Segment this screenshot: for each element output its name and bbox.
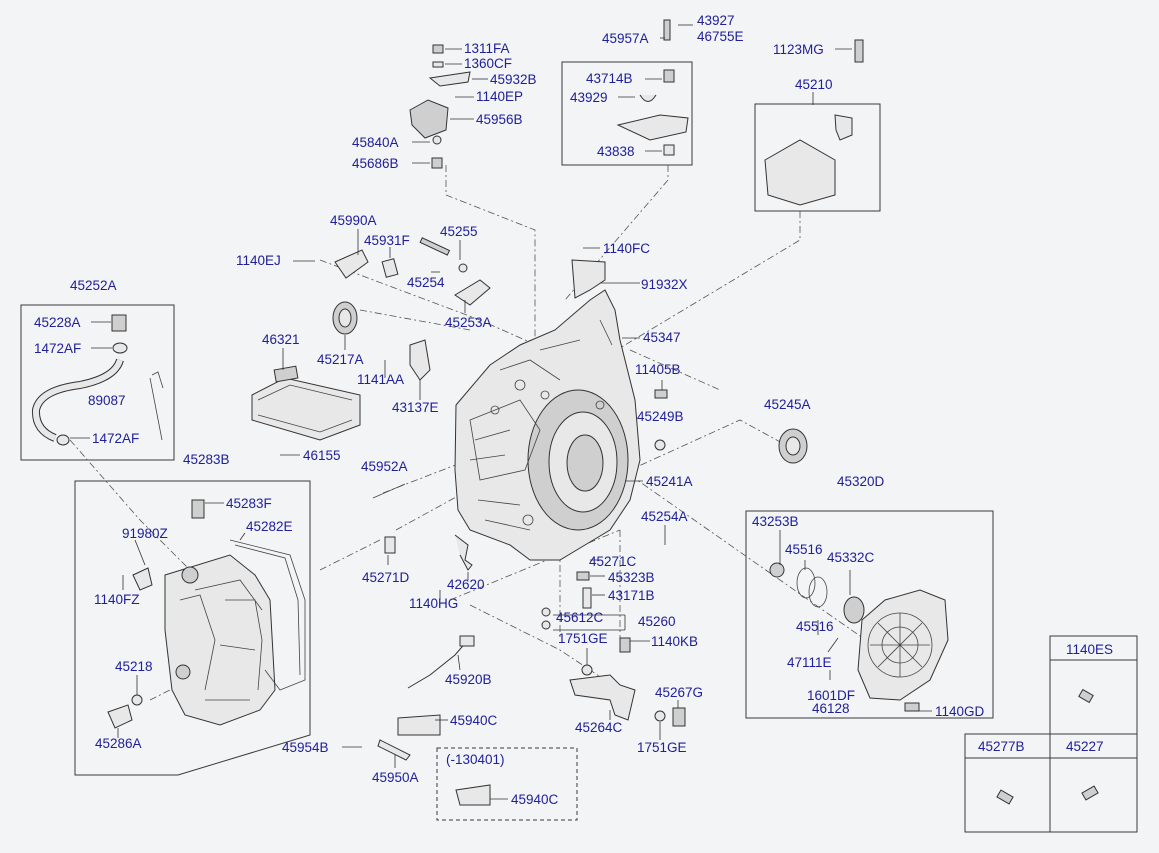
label-43838: 43838	[597, 144, 635, 159]
frame-sensor-alt	[436, 747, 578, 821]
small-parts	[107, 19, 1099, 806]
label-1140GD: 1140GD	[935, 704, 985, 719]
label-1140FZ: 1140FZ	[94, 592, 140, 607]
label-45245A: 45245A	[764, 397, 811, 412]
label-11405B: 11405B	[635, 362, 681, 377]
label-1311FA: 1311FA	[464, 41, 510, 56]
label-45840A: 45840A	[352, 135, 399, 150]
label-45282E: 45282E	[246, 519, 293, 534]
label-1140FC: 1140FC	[603, 241, 650, 256]
label-42620: 42620	[447, 577, 485, 592]
label-45267G: 45267G	[655, 685, 703, 700]
label-45218: 45218	[115, 659, 153, 674]
label-45920B: 45920B	[445, 672, 492, 687]
frame-oil-pan	[74, 480, 311, 776]
label-1140EJ: 1140EJ	[236, 253, 281, 268]
label-45210: 45210	[795, 77, 833, 92]
label-45612C: 45612C	[556, 610, 604, 625]
label-45347: 45347	[643, 330, 681, 345]
label-45252A: 45252A	[70, 278, 117, 293]
leader-lines	[70, 24, 932, 800]
label-45320D: 45320D	[837, 474, 885, 489]
breather-hose	[31, 314, 164, 446]
label-130401: (-130401)	[446, 752, 505, 767]
label-1472AF-a: 1472AF	[34, 341, 81, 356]
label-45277B: 45277B	[978, 739, 1025, 754]
oil-seal-left-bore	[338, 308, 352, 328]
label-45283F: 45283F	[226, 496, 272, 511]
label-45940C-a: 45940C	[450, 713, 498, 728]
label-45228A: 45228A	[34, 315, 81, 330]
frame-breather-hose	[20, 304, 175, 461]
fastener-table	[964, 635, 1138, 833]
label-1601DF: 1601DF	[807, 688, 855, 703]
label-45516-a: 45516	[785, 542, 823, 557]
label-43927: 43927	[697, 13, 735, 28]
label-43171B: 43171B	[608, 588, 655, 603]
label-91980Z: 91980Z	[122, 526, 168, 541]
label-45516-b: 45516	[796, 619, 834, 634]
label-45932B: 45932B	[490, 72, 537, 87]
label-1140KB: 1140KB	[651, 634, 698, 649]
label-45227: 45227	[1066, 739, 1104, 754]
label-1140HG: 1140HG	[409, 596, 458, 611]
label-45686B: 45686B	[352, 156, 399, 171]
label-45323B: 45323B	[608, 570, 655, 585]
label-45271C: 45271C	[589, 554, 637, 569]
frame-sensor-bracket	[561, 61, 693, 166]
label-45952A: 45952A	[361, 459, 408, 474]
oil-seal-right-bore	[785, 436, 801, 456]
label-45332C: 45332C	[827, 550, 875, 565]
label-45931F: 45931F	[364, 233, 410, 248]
label-1141AA: 1141AA	[357, 372, 404, 387]
label-45249B: 45249B	[637, 409, 684, 424]
label-45950A: 45950A	[372, 770, 419, 785]
label-43714B: 43714B	[586, 71, 633, 86]
label-89087: 89087	[88, 393, 126, 408]
label-45271D: 45271D	[362, 570, 410, 585]
label-45217A: 45217A	[317, 352, 364, 367]
label-45954B: 45954B	[282, 740, 329, 755]
label-46128: 46128	[812, 701, 850, 716]
frame-mount-bracket	[754, 103, 881, 212]
label-43253B: 43253B	[752, 514, 799, 529]
label-45286A: 45286A	[95, 736, 142, 751]
oil-pan	[164, 539, 306, 726]
label-91932X: 91932X	[641, 277, 688, 292]
label-43929: 43929	[570, 90, 608, 105]
label-47111E: 47111E	[787, 655, 832, 670]
label-1751GE-a: 1751GE	[558, 631, 608, 646]
label-46321: 46321	[262, 332, 300, 347]
label-46755E: 46755E	[697, 29, 744, 44]
label-45255: 45255	[440, 224, 478, 239]
label-45260: 45260	[638, 614, 676, 629]
label-45253A: 45253A	[445, 315, 492, 330]
label-45283B: 45283B	[183, 452, 230, 467]
label-43137E: 43137E	[392, 400, 439, 415]
label-45956B: 45956B	[476, 112, 523, 127]
label-1472AF-b: 1472AF	[92, 431, 139, 446]
label-46155: 46155	[303, 448, 341, 463]
label-45940C-b: 45940C	[511, 792, 559, 807]
transaxle-case	[454, 289, 641, 561]
label-1140ES: 1140ES	[1066, 642, 1113, 657]
label-1360CF: 1360CF	[464, 56, 512, 71]
label-1751GE-b: 1751GE	[637, 740, 687, 755]
label-45957A: 45957A	[602, 31, 649, 46]
label-1140EP: 1140EP	[476, 89, 523, 104]
label-1123MG: 1123MG	[773, 42, 824, 57]
label-45264C: 45264C	[575, 720, 623, 735]
label-45254: 45254	[407, 275, 445, 290]
oil-filter	[251, 365, 361, 441]
label-45254A: 45254A	[641, 509, 688, 524]
part-number-labels: 1311FA 1360CF 45932B 1140EP 45956B 45840…	[34, 13, 1113, 807]
rear-cover	[769, 562, 949, 701]
label-45241A: 45241A	[646, 474, 693, 489]
label-45990A: 45990A	[330, 213, 377, 228]
frame-cover	[745, 510, 994, 719]
